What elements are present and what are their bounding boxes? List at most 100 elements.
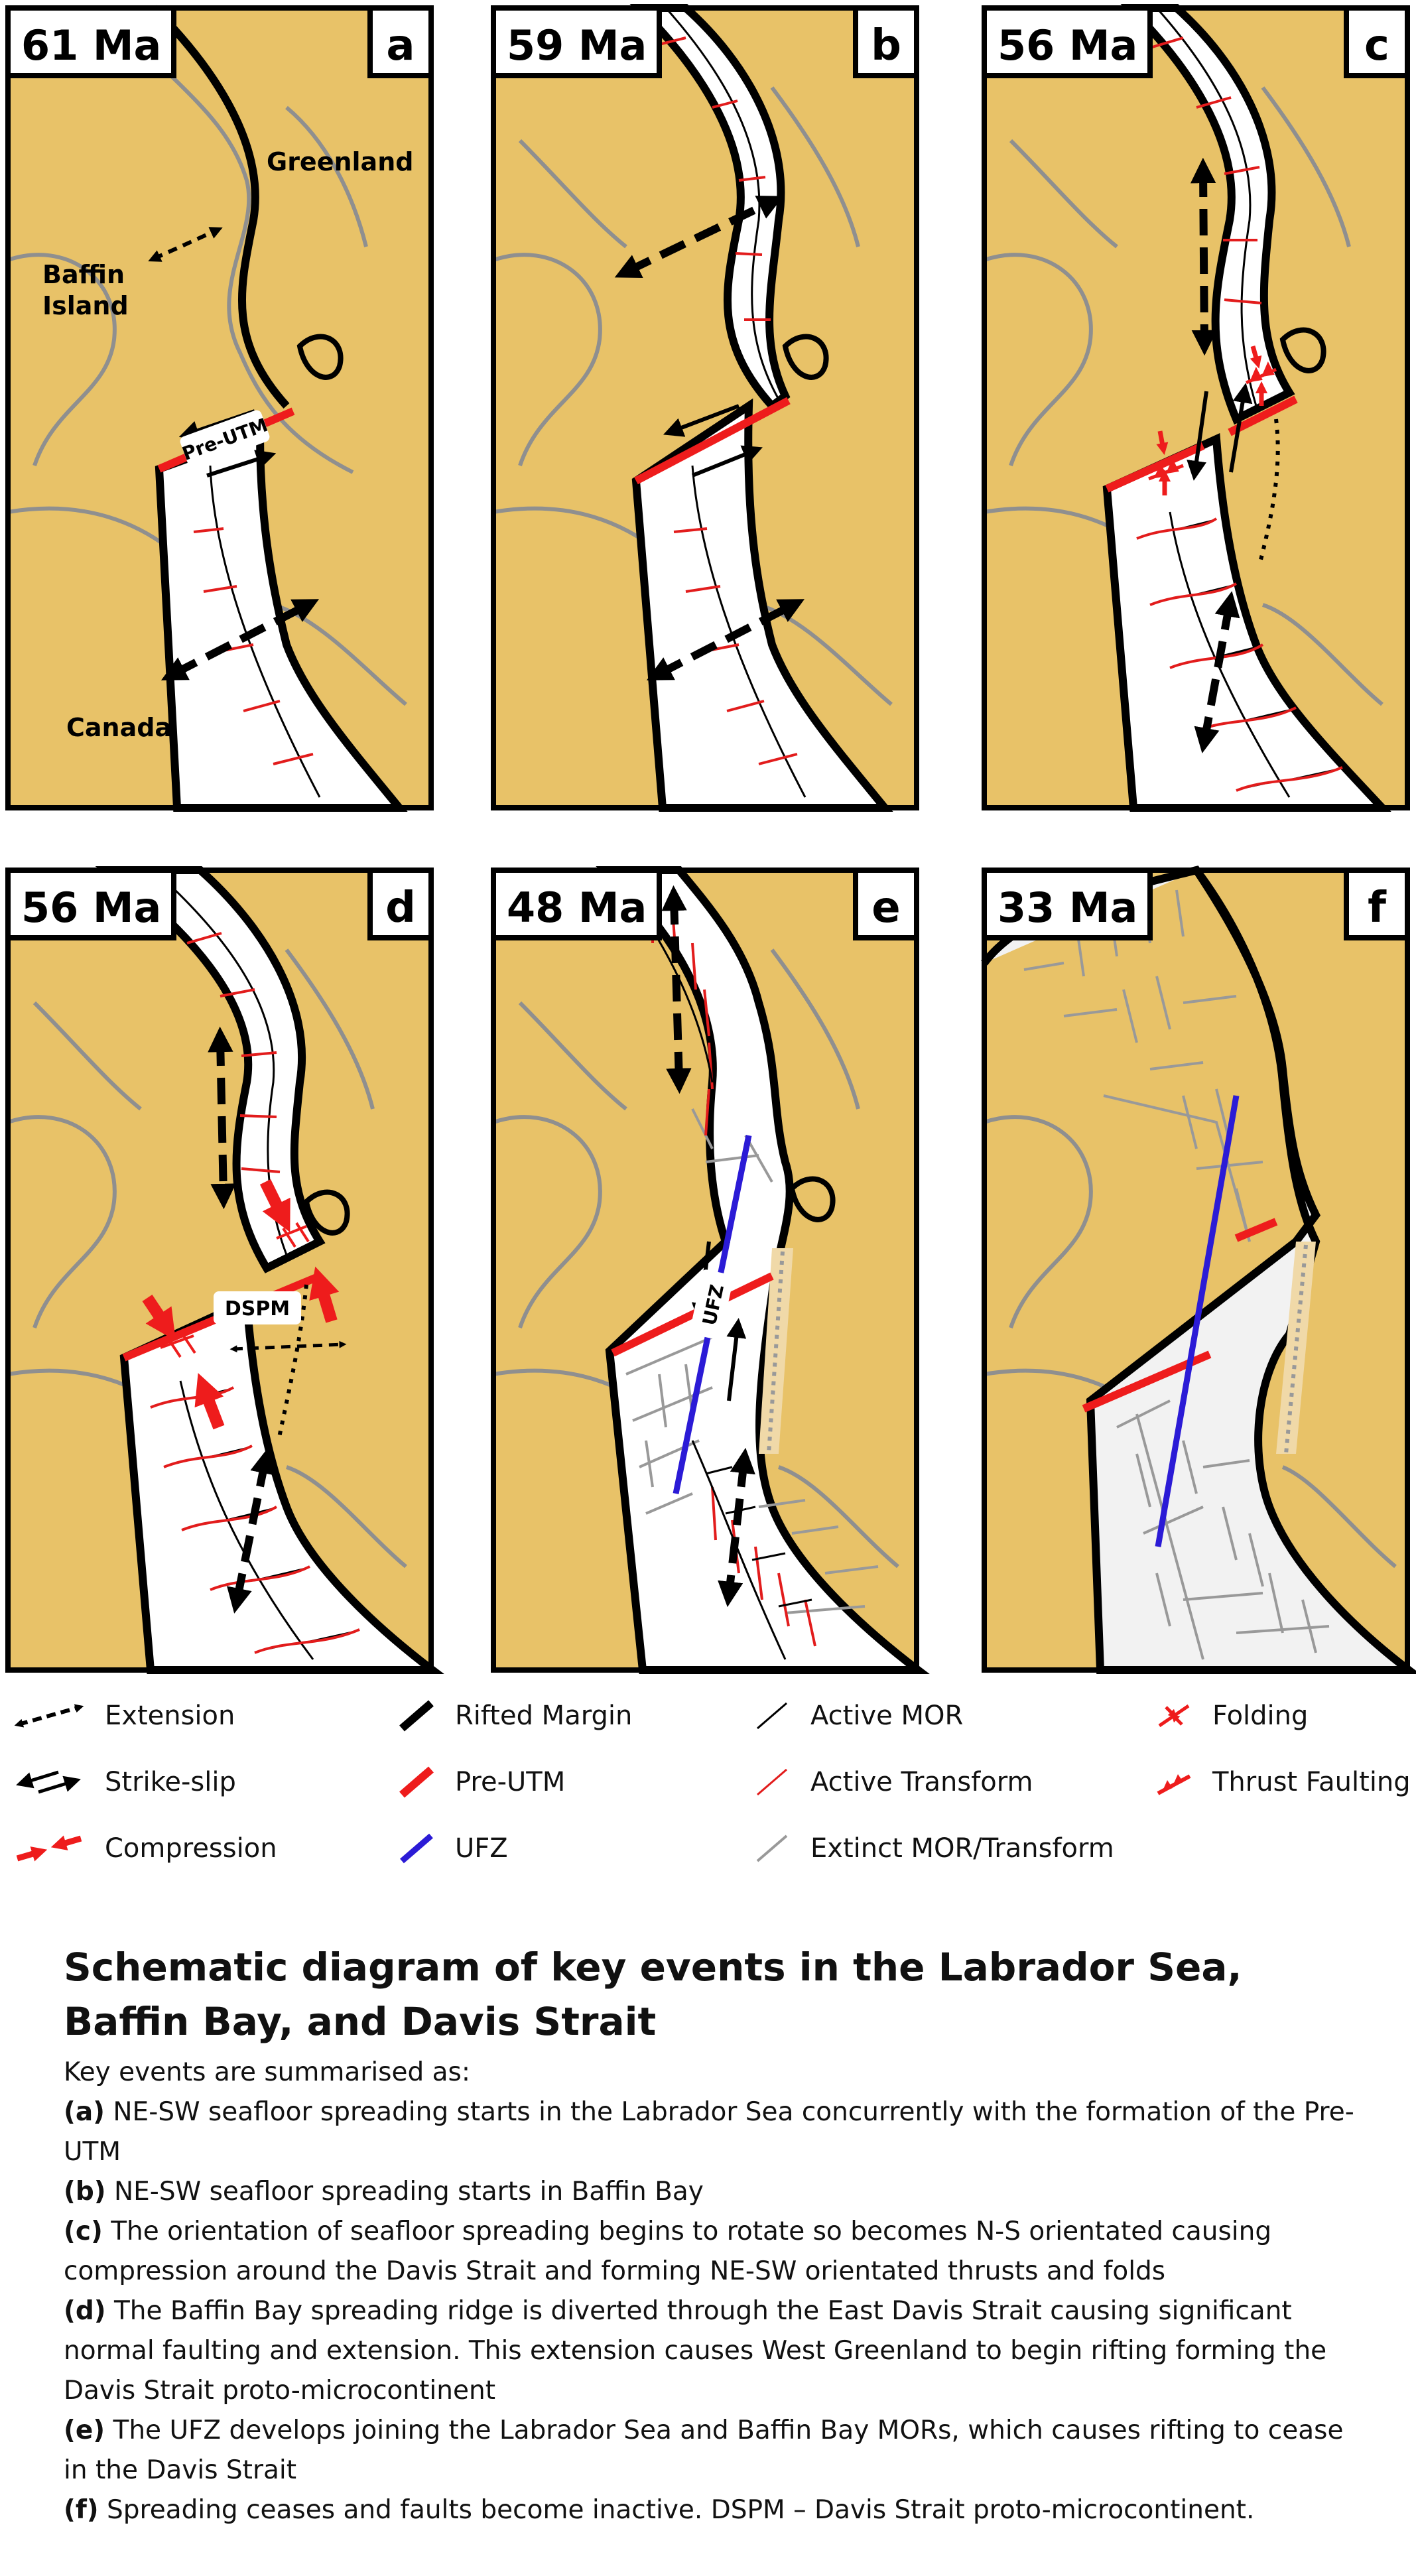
caption-text-b: NE-SW seafloor spreading starts in Baffi…	[113, 2177, 704, 2207]
panel-f-letter: f	[1368, 883, 1387, 933]
panel-b-letter-box	[853, 5, 919, 78]
panel-a-letter-box	[367, 5, 434, 78]
panel-d-label-dspm: DSPM	[214, 1291, 301, 1324]
panel-b-pre-utm	[634, 397, 791, 485]
rifted-margin-line-icon	[399, 1700, 434, 1732]
panel-e-age: 48 Ma	[507, 883, 647, 932]
caption-key-d: (d)	[64, 2296, 106, 2326]
legend-item-extension: Extension	[12, 1699, 235, 1732]
panel-b-coast-island	[782, 334, 829, 380]
panel-c-coastline	[984, 86, 1384, 706]
caption-title: Schematic diagram of key events in the L…	[64, 1945, 1242, 2044]
legend-label-extinct-mor: Extinct MOR/Transform	[810, 1833, 1114, 1864]
active-transform-line-icon	[757, 1768, 787, 1796]
panel-a-coastline	[7, 27, 407, 706]
panel-c-thrust-faults	[1148, 361, 1277, 481]
panel-c-letter: c	[1364, 21, 1389, 70]
panel-f: 33 Ma f	[981, 866, 1416, 1674]
panel-f-age: 33 Ma	[998, 883, 1137, 932]
panel-f-dspm-boundary	[1284, 1244, 1308, 1454]
panel-f-age-box	[982, 868, 1153, 940]
panel-e-extension-arrows	[661, 885, 755, 1608]
panel-a-margin-west	[151, 5, 290, 409]
compression-arrows-icon	[16, 1835, 82, 1862]
legend-label-active-transform: Active Transform	[810, 1767, 1033, 1797]
pre-utm-line-icon	[399, 1766, 434, 1798]
panel-c-mor-baffin	[1155, 7, 1257, 407]
panel-a-extension-arrows	[148, 227, 320, 680]
caption-item-f: (f) Spreading ceases and faults become i…	[64, 2490, 1364, 2530]
legend-label-pre-utm: Pre-UTM	[455, 1767, 566, 1797]
panel-b-coastline	[493, 86, 893, 706]
panel-c-labrador-sea	[1102, 432, 1391, 812]
legend-item-ufz: UFZ	[397, 1832, 508, 1865]
panel-a-age: 61 Ma	[21, 21, 161, 70]
panel-b-age-box	[491, 5, 662, 78]
folding-icon	[1158, 1704, 1190, 1728]
ufz-line-icon	[400, 1833, 433, 1864]
panel-b-letter: b	[871, 21, 901, 70]
panel-b: 59 Ma b	[491, 4, 919, 812]
strike-slip-arrows-icon	[16, 1770, 81, 1794]
legend-label-ufz: UFZ	[455, 1833, 508, 1864]
legend-label-rifted-margin: Rifted Margin	[455, 1701, 633, 1731]
panel-c-coast-island	[1279, 327, 1326, 373]
panel-e-coast-island	[789, 1176, 836, 1222]
greenland-label: Greenland	[267, 147, 413, 176]
panel-e: UFZ 48 Ma e	[491, 866, 930, 1674]
baffin-island-label-1: Baffin	[42, 260, 125, 289]
panel-c-compression-arrows	[1156, 346, 1268, 495]
caption-key-e: (e)	[64, 2415, 105, 2445]
legend-item-thrust-faulting: Thrust Faulting	[1154, 1766, 1411, 1799]
panel-a-frame	[5, 5, 434, 810]
caption-text-d: The Baffin Bay spreading ridge is divert…	[64, 2296, 1327, 2406]
canada-label: Canada	[66, 713, 172, 742]
legend-label-folding: Folding	[1212, 1701, 1309, 1731]
legend-item-extinct-mor: Extinct MOR/Transform	[752, 1832, 1114, 1865]
panel-c-age-box	[982, 5, 1153, 78]
legend-item-compression: Compression	[12, 1832, 277, 1865]
panel-d-age: 56 Ma	[21, 883, 161, 932]
legend-item-rifted-margin: Rifted Margin	[397, 1699, 632, 1732]
legend-label-active-mor: Active MOR	[810, 1701, 964, 1731]
panel-f-ufz	[1155, 1095, 1240, 1547]
panel-f-pre-utm-east	[1234, 1218, 1278, 1242]
panel-e-frame	[491, 868, 919, 1673]
legend-item-strike-slip: Strike-slip	[12, 1766, 236, 1799]
legend-item-active-mor: Active MOR	[752, 1699, 963, 1732]
panel-a-letter: a	[386, 21, 415, 70]
panel-d-mor-labrador	[179, 1380, 314, 1660]
panel-d: DSPM 56 Ma d	[5, 866, 444, 1674]
panel-d-coast-island	[303, 1189, 350, 1236]
panel-a-age-box	[5, 5, 176, 78]
thrust-fault-icon	[1157, 1774, 1191, 1795]
legend-label-strike-slip: Strike-slip	[105, 1767, 236, 1797]
panel-e-coastline	[493, 948, 899, 1569]
panel-c-pre-utm-west	[1105, 442, 1205, 493]
panel-e-label-ufz: UFZ	[690, 1269, 734, 1340]
panel-a-coast-island	[296, 334, 344, 380]
panel-d-dspm-boundary	[277, 1284, 308, 1441]
panel-b-strike-slip-arrows	[663, 404, 763, 478]
panel-d-frame	[5, 868, 434, 1673]
caption: Schematic diagram of key events in the L…	[64, 1940, 1364, 2530]
baffin-island-label-2: Island	[42, 291, 129, 320]
panel-e-dspm-shade	[759, 1248, 793, 1454]
caption-item-d: (d) The Baffin Bay spreading ridge is di…	[64, 2291, 1364, 2411]
caption-key-c: (c)	[64, 2217, 103, 2246]
legend-label-extension: Extension	[105, 1701, 235, 1731]
panel-d-coastline	[7, 948, 407, 1569]
panel-e-letter-box	[853, 868, 919, 940]
panel-f-letter-box	[1344, 868, 1410, 940]
panel-d-folding	[160, 1222, 310, 1358]
panel-d-compression-arrows	[142, 1179, 340, 1430]
map-panels: Pre-UTM Greenland Baffin Island Canada 6…	[5, 4, 1416, 1674]
panel-c-extension-arrows	[1190, 157, 1240, 753]
panel-d-letter: d	[385, 883, 416, 933]
legend-item-pre-utm: Pre-UTM	[397, 1766, 565, 1799]
panel-a-label-pre-utm: Pre-UTM	[179, 410, 271, 468]
panel-e-dspm-boundary	[767, 1251, 785, 1454]
caption-item-c: (c) The orientation of seafloor spreadin…	[64, 2212, 1364, 2291]
legend-label-thrust-faulting: Thrust Faulting	[1212, 1767, 1411, 1797]
panel-e-letter: e	[871, 883, 900, 933]
